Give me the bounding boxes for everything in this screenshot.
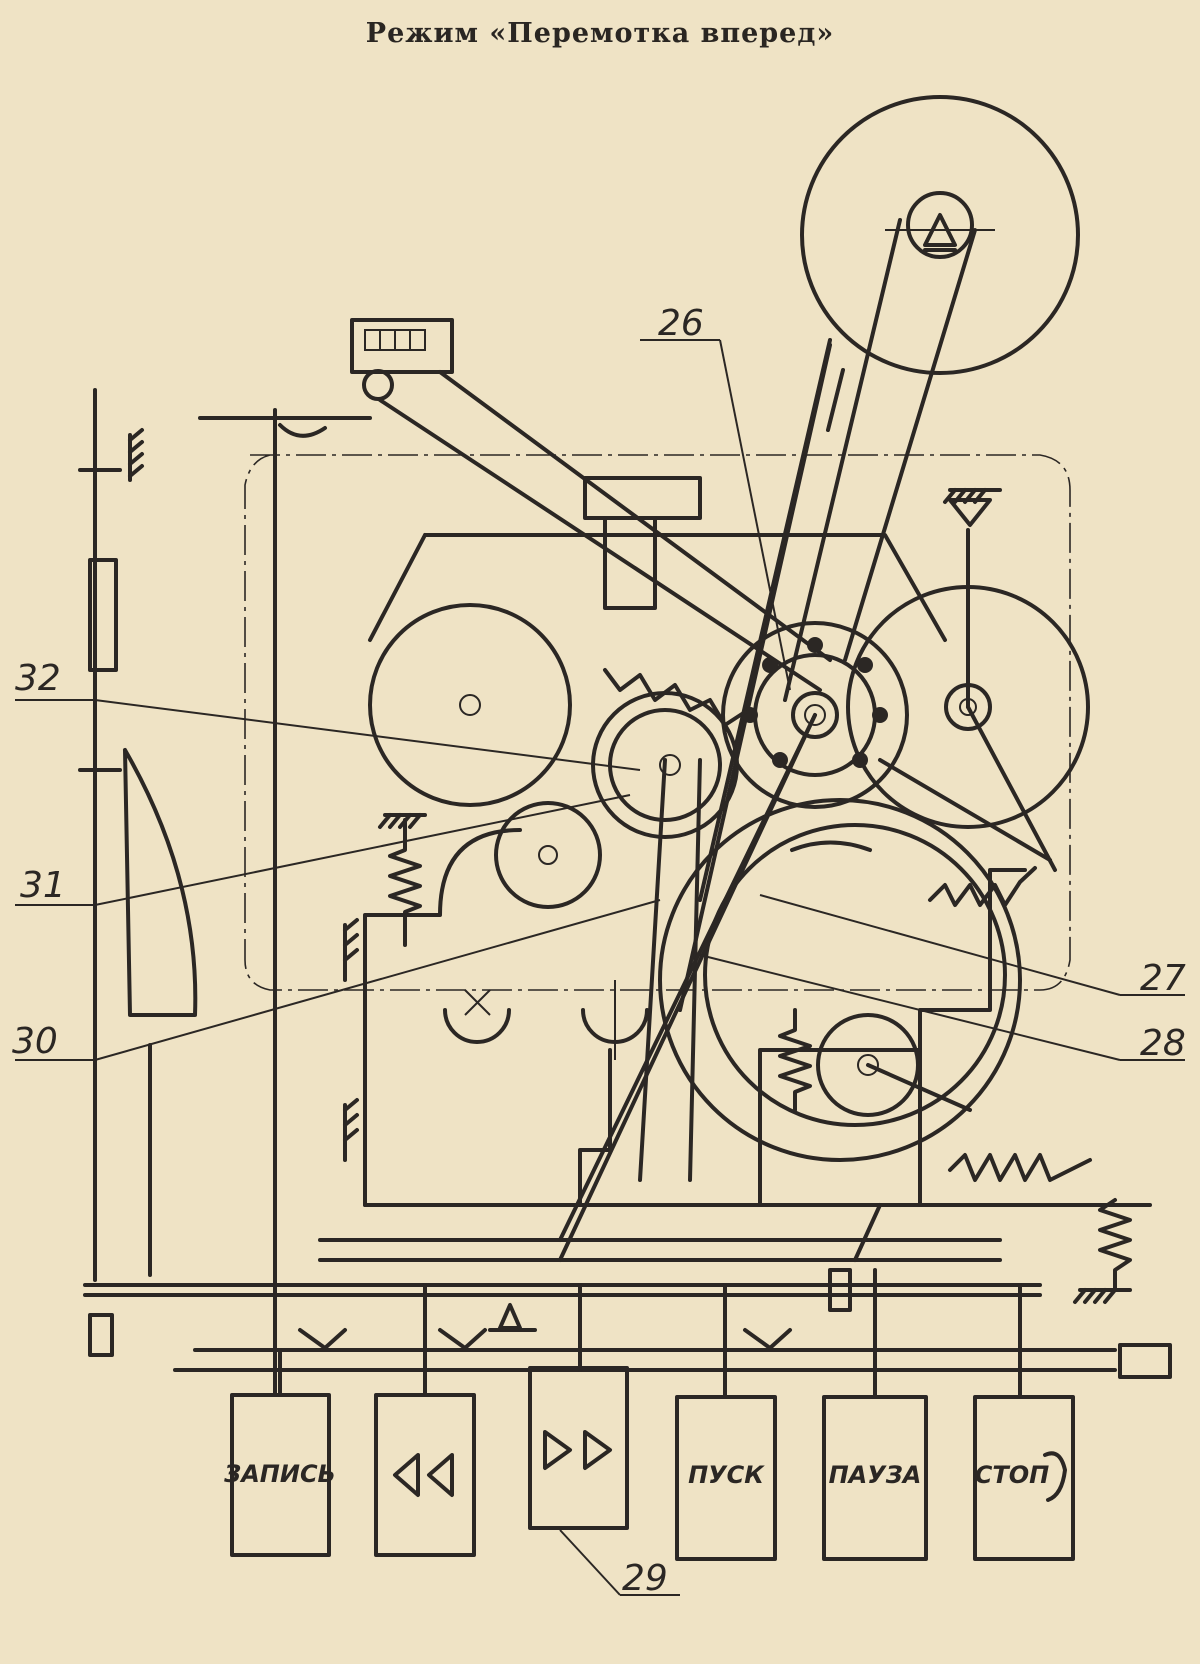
tape-counter [350, 318, 832, 692]
fast-forward-icon [543, 1430, 612, 1470]
transmission-rails [83, 1268, 1172, 1379]
button-pause[interactable]: ПАУЗА [822, 1395, 928, 1561]
callout-lines [15, 339, 1185, 1596]
callout-29: 29 [622, 1558, 668, 1599]
chassis [244, 454, 1071, 991]
callout-31: 31 [20, 865, 66, 906]
button-record[interactable]: ЗАПИСЬ [223, 1393, 336, 1557]
gear-train [368, 585, 1090, 1162]
button-play-label: ПУСК [688, 1461, 765, 1489]
button-play[interactable]: ПУСК [675, 1395, 777, 1561]
button-stop-label: СТОП [975, 1461, 1049, 1489]
button-stems [278, 1268, 1022, 1397]
ground-supports [128, 428, 1132, 1304]
callout-28: 28 [1140, 1023, 1186, 1064]
levers [318, 498, 1152, 1262]
page-title: Режим «Перемотка вперед» [365, 18, 835, 49]
callout-26: 26 [658, 303, 704, 344]
springs [388, 668, 1132, 1292]
button-pause-label: ПАУЗА [829, 1461, 922, 1489]
callout-32: 32 [15, 658, 61, 699]
callout-27: 27 [1140, 958, 1186, 999]
rewind-icon [393, 1453, 454, 1497]
main-shaft [78, 388, 372, 1397]
button-rewind[interactable] [374, 1393, 476, 1557]
stop-latch-icon [1043, 1451, 1067, 1502]
button-record-label: ЗАПИСЬ [223, 1460, 336, 1488]
callout-30: 30 [12, 1021, 58, 1062]
solenoids [443, 980, 649, 1060]
supply-reel [800, 95, 1080, 375]
button-stop[interactable]: СТОП [973, 1395, 1075, 1561]
button-fast-forward[interactable] [528, 1366, 629, 1530]
